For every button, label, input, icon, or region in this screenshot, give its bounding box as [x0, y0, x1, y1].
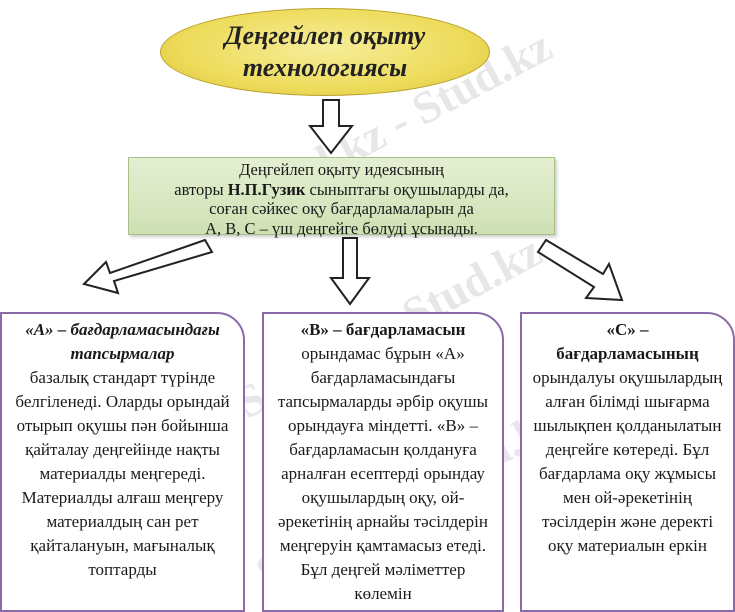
arrow-down-top — [307, 99, 355, 155]
author-line-4: А, В, С – үш деңгейге бөлуді ұсынады. — [205, 218, 478, 238]
author-line-1: Деңгейлеп оқыту идеясының — [239, 160, 444, 179]
author-box: Деңгейлеп оқыту идеясының авторы Н.П.Гуз… — [128, 157, 555, 238]
card-level-a: «А» – бағдарламасындағы тапсырмалар база… — [0, 312, 245, 612]
card-a-text: базалық стандарт түрінде белгіленеді. Ол… — [15, 368, 230, 579]
arrow-left-diagonal — [82, 238, 214, 295]
title-line-1: Деңгейлеп оқыту — [224, 21, 426, 50]
arrow-down-middle — [329, 237, 371, 306]
author-line-3: соған сәйкес оқу бағдарламаларын да — [209, 199, 474, 218]
card-level-b: «В» – бағдарламасын орындамас бұрын «А» … — [262, 312, 504, 612]
author-name: Н.П.Гузик — [227, 179, 306, 199]
card-b-heading: «В» – бағдарламасын — [300, 320, 466, 339]
author-line-2: авторы Н.П.Гузик сыныптағы оқушыларды да… — [174, 179, 509, 199]
card-b-text: орындамас бұрын «А» бағдарламасындағы та… — [277, 344, 489, 603]
card-a-heading: «А» – бағдарламасындағы тапсырмалар — [25, 320, 220, 363]
card-c-text: орындалуы оқушылардың алған білімді шыға… — [532, 368, 723, 555]
card-level-c: «С» – бағдарламасының орындалуы оқушылар… — [520, 312, 735, 612]
title-ellipse: Деңгейлеп оқыту технологиясы — [160, 8, 490, 96]
title-line-2: технологиясы — [242, 53, 408, 82]
card-c-heading: «С» – бағдарламасының — [556, 320, 699, 363]
arrow-right-diagonal — [536, 238, 624, 302]
